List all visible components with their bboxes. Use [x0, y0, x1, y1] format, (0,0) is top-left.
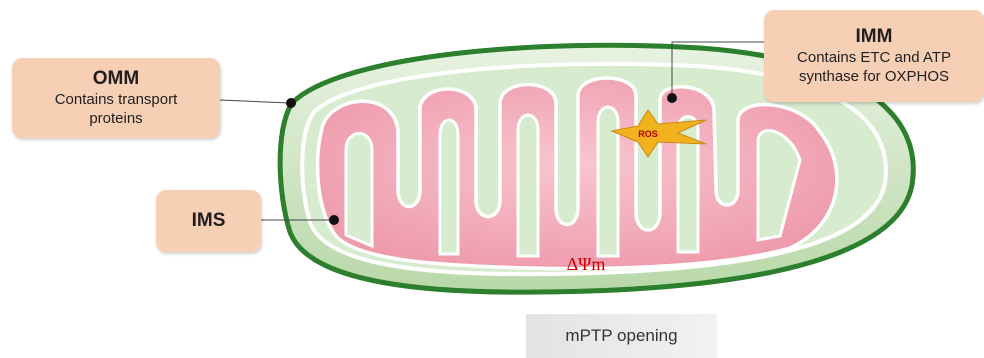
- omm-desc-line1: Contains transport: [55, 90, 178, 109]
- ros-label: ROS: [638, 129, 658, 139]
- imm-pointer-dot: [667, 93, 677, 103]
- mptp-opening-label: mPTP opening: [526, 314, 717, 358]
- ims-pointer-dot: [329, 215, 339, 225]
- membrane-potential-label: ΔΨm: [567, 254, 606, 274]
- ims-callout: IMS: [156, 190, 261, 252]
- imm-desc-line2: synthase for OXPHOS: [799, 67, 949, 86]
- ims-title: IMS: [192, 210, 226, 232]
- omm-callout: OMM Contains transport proteins: [12, 58, 220, 138]
- omm-desc-line2: proteins: [89, 109, 142, 128]
- omm-title: OMM: [93, 68, 139, 90]
- omm-pointer-dot: [286, 98, 296, 108]
- imm-title: IMM: [856, 26, 893, 48]
- imm-callout: IMM Contains ETC and ATP synthase for OX…: [764, 10, 984, 102]
- imm-desc-line1: Contains ETC and ATP: [797, 48, 951, 67]
